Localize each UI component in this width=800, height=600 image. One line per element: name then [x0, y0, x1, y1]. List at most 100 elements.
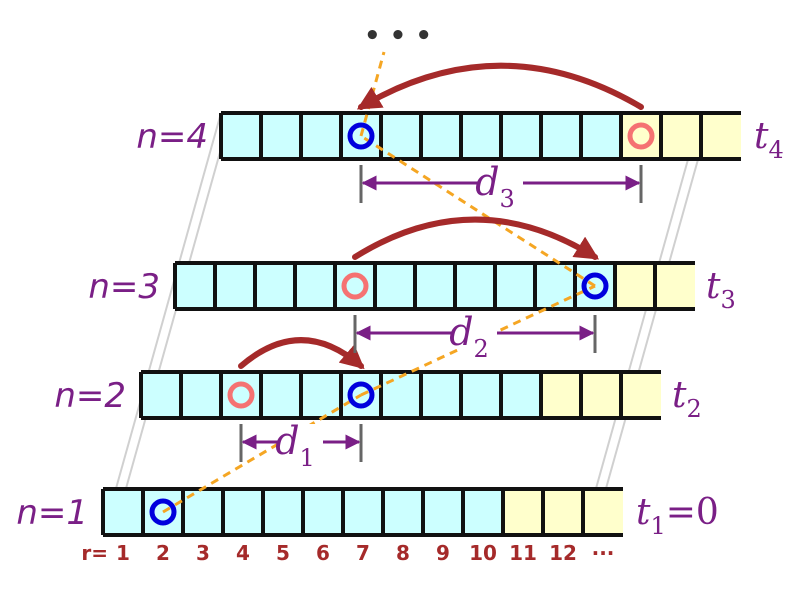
lattice-cell: [261, 372, 301, 418]
red-marker: [341, 272, 369, 300]
t-subscript: 3: [720, 286, 735, 314]
distance-d3: d3: [359, 160, 643, 213]
t-suffix: =0: [666, 492, 719, 533]
lattice-cell: [335, 263, 375, 309]
lattice-row-2: [139, 370, 661, 420]
lattice-cell: [175, 263, 215, 309]
t-subscript: 2: [686, 395, 701, 423]
r-axis-label: 9: [436, 541, 450, 565]
lattice-cell: [261, 113, 301, 159]
lattice-cell: [415, 263, 455, 309]
t-label: t3: [706, 266, 736, 314]
lattice-row-3: [173, 261, 695, 311]
blue-marker: [347, 122, 375, 150]
lattice-cell: [375, 263, 415, 309]
t-var: t: [706, 266, 721, 307]
r-axis-label: 8: [396, 541, 410, 565]
lattice-cell: [621, 372, 661, 418]
distance-label: d3: [475, 160, 515, 213]
lattice-cell: [461, 372, 501, 418]
r-axis-label: ···: [592, 541, 615, 565]
lattice-cell: [215, 263, 255, 309]
t-label: t4: [754, 116, 784, 164]
dashed-segment: [360, 134, 596, 288]
r-axis-label: 10: [469, 541, 497, 565]
lattice-cell: [495, 263, 535, 309]
n-label: n=2: [54, 376, 126, 416]
lattice-cell: [615, 263, 655, 309]
guide-line: [112, 112, 232, 536]
perspective-guide-lines: [102, 112, 712, 536]
distance-label-bg: [279, 424, 323, 458]
lattice-cell: [223, 489, 263, 535]
distance-var: d: [449, 310, 473, 354]
lattice-cell: [583, 489, 623, 535]
r-axis-label: 6: [316, 541, 330, 565]
blue-marker: [347, 381, 375, 409]
lattice-cell: [581, 113, 621, 159]
blue-marker: [581, 272, 609, 300]
distance-d2: d2: [353, 310, 597, 363]
distance-var: d: [275, 419, 299, 463]
n-label: n=3: [88, 267, 160, 307]
guide-line: [592, 112, 712, 536]
lattice-cell: [103, 489, 143, 535]
lattice-cell: [181, 372, 221, 418]
distance-label-bg: [453, 315, 497, 349]
r-axis-label: 4: [236, 541, 250, 565]
t-var: t: [754, 116, 769, 157]
jump-arrow: [352, 216, 600, 260]
r-axis-label: 7: [356, 541, 370, 565]
r-axis-label: 11: [509, 541, 537, 565]
r-axis-label: 12: [549, 541, 577, 565]
guide-line: [582, 112, 702, 536]
lattice-cell: [141, 372, 181, 418]
lattice-cell: [543, 489, 583, 535]
n-label: n=4: [136, 117, 208, 157]
t-label: t2: [672, 375, 702, 423]
jump-arrow: [238, 337, 365, 370]
distance-subscript: 3: [500, 185, 515, 213]
t-var: t: [672, 375, 687, 416]
distance-label-bg: [479, 165, 523, 199]
markers: [149, 122, 655, 526]
lattice-cell: [541, 372, 581, 418]
r-axis-prefix: r=: [81, 541, 108, 565]
lattice-cell: [421, 372, 461, 418]
lattice-cell: [381, 372, 421, 418]
lattice-cell: [501, 372, 541, 418]
continuation-dots: • • •: [364, 21, 432, 51]
lattice-cell: [421, 113, 461, 159]
jump-arrow: [356, 62, 644, 110]
distance-var: d: [475, 160, 499, 204]
lattice-cell: [303, 489, 343, 535]
lattice-cell: [343, 489, 383, 535]
red-marker: [227, 381, 255, 409]
lattice-cell: [581, 372, 621, 418]
lattice-cell: [461, 113, 501, 159]
jump-arrows: [238, 62, 644, 370]
t-subscript: 1: [650, 512, 665, 540]
lattice-cell: [661, 113, 701, 159]
guide-line: [102, 112, 222, 536]
distance-label: d1: [275, 419, 315, 472]
lattice-cell: [381, 113, 421, 159]
distance-subscript: 2: [474, 335, 489, 363]
r-axis-label: 3: [196, 541, 210, 565]
lattice-cell: [621, 113, 661, 159]
red-marker: [627, 122, 655, 150]
lattice-cell: [503, 489, 543, 535]
r-axis-label: 5: [276, 541, 290, 565]
lattice-cell: [263, 489, 303, 535]
lattice-cell: [221, 113, 261, 159]
lattice-rows: [101, 111, 741, 537]
t-var: t: [636, 492, 651, 533]
blue-marker: [149, 498, 177, 526]
lattice-cell: [295, 263, 335, 309]
lattice-cell: [701, 113, 741, 159]
r-axis-label: 1: [116, 541, 130, 565]
distance-subscript: 1: [300, 444, 315, 472]
